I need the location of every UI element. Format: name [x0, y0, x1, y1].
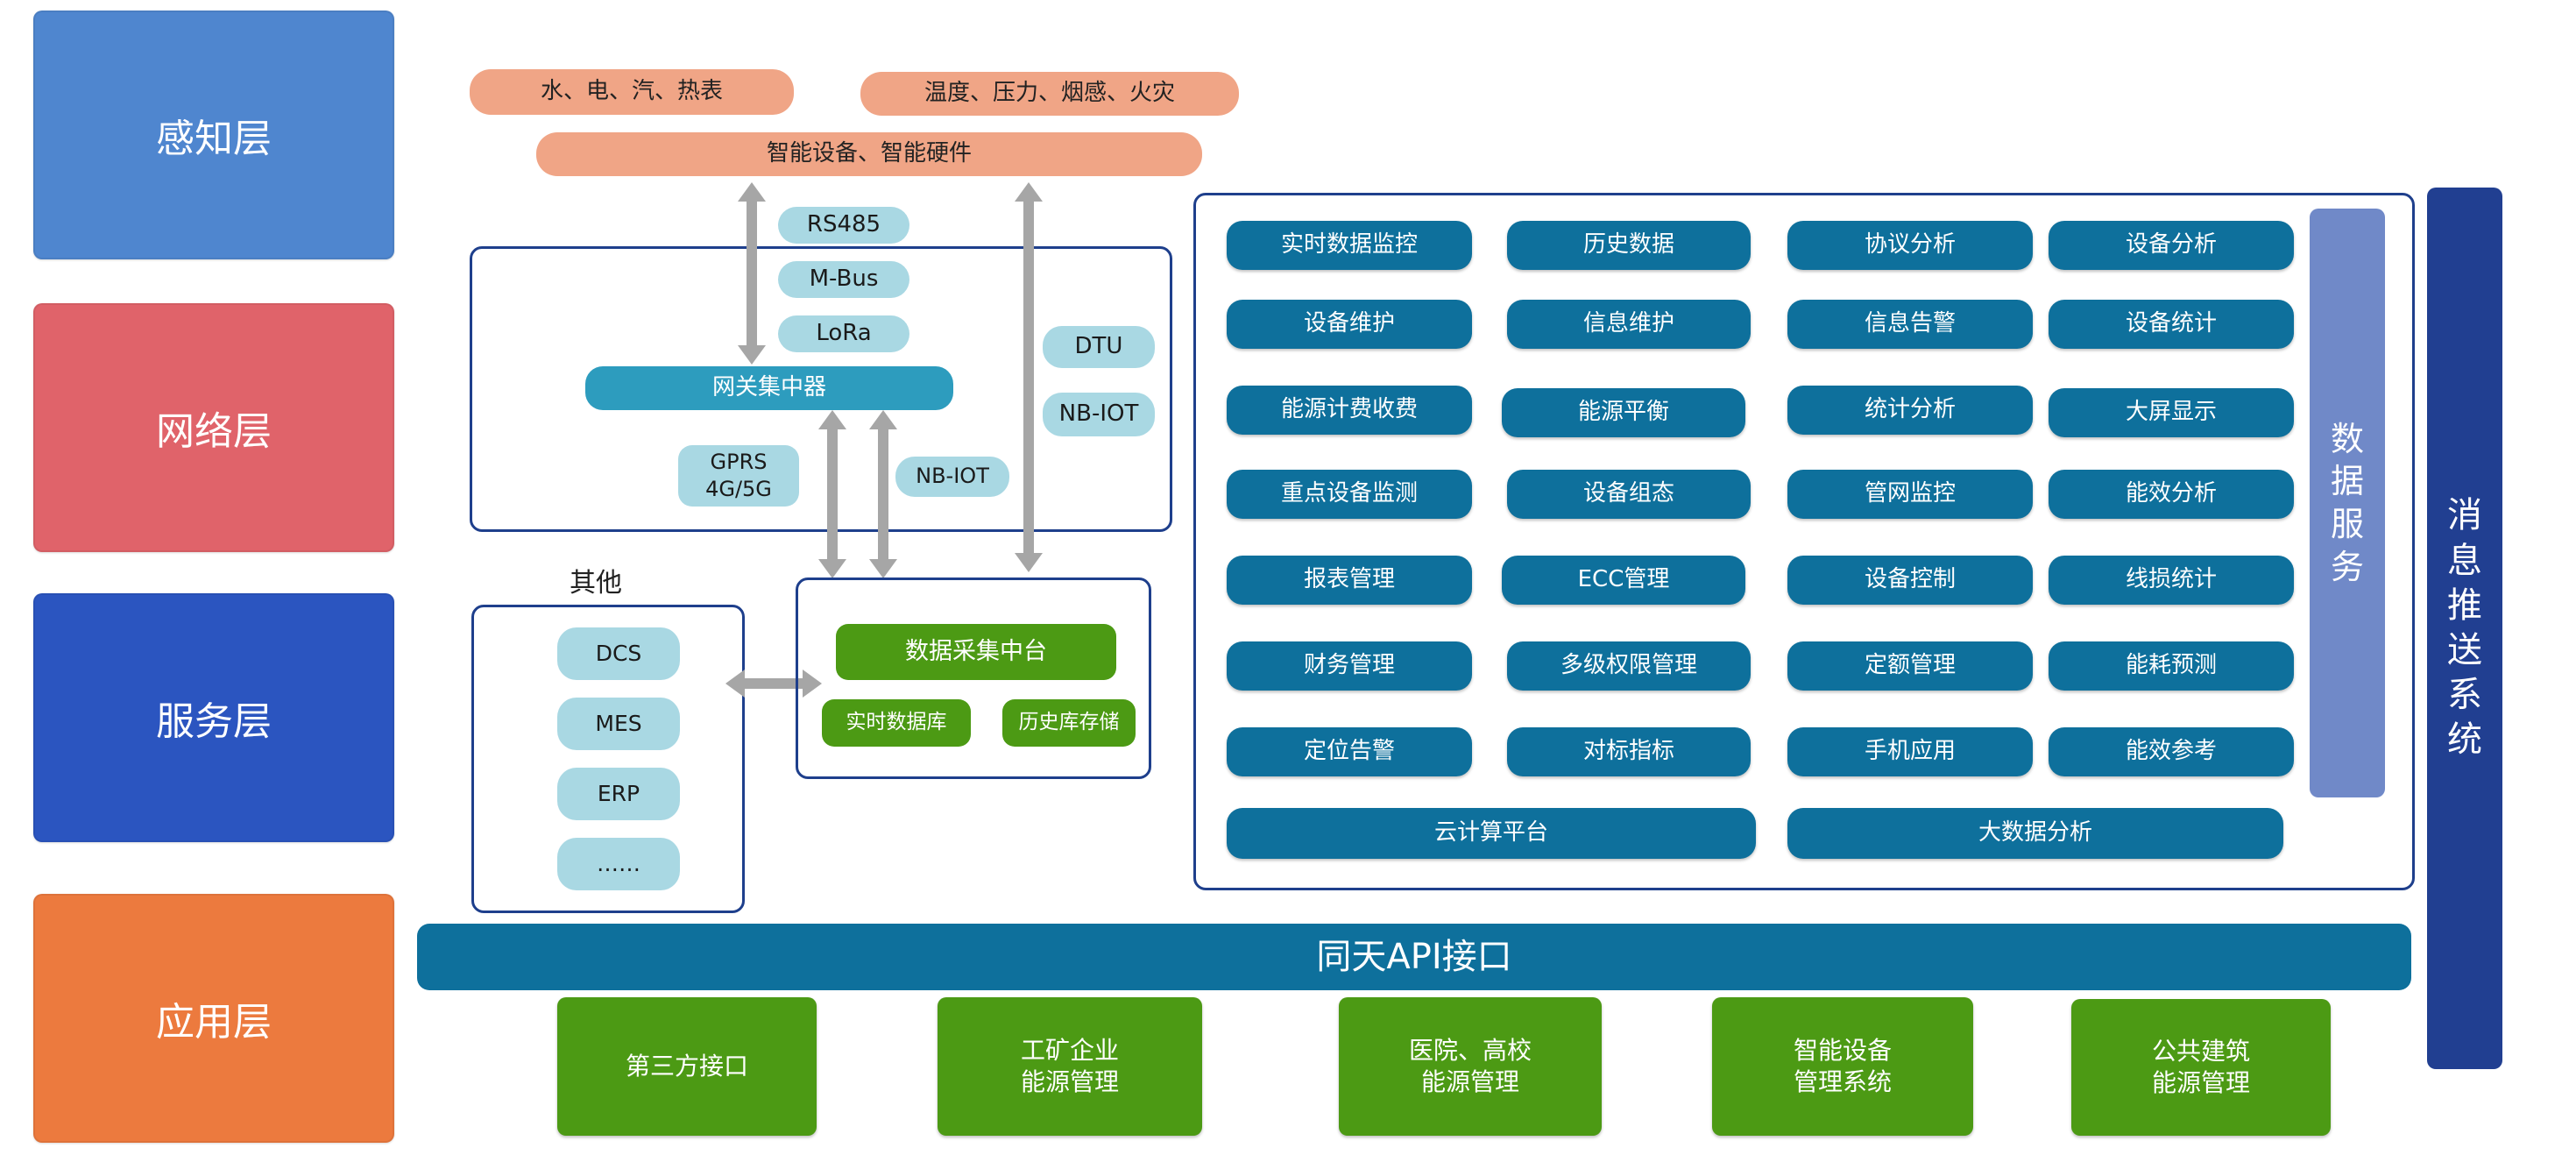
service-frame — [1193, 193, 2415, 890]
service-big-data-analysis: 大数据分析 — [1787, 808, 2283, 859]
other-title: 其他 — [570, 568, 622, 599]
service-benchmark-index: 对标指标 — [1507, 727, 1751, 776]
api-interface-bar: 同天API接口 — [417, 924, 2411, 990]
app-public-building-energy: 公共建筑 能源管理 — [2071, 999, 2331, 1136]
double-arrow-dtu — [1011, 182, 1046, 572]
protocol-nbiot-right: NB-IOT — [1043, 393, 1155, 436]
gateway-concentrator: 网关集中器 — [585, 366, 953, 410]
data-service-char-1: 数 — [2330, 419, 2364, 458]
data-service-char-3: 服 — [2330, 505, 2364, 543]
data-service-char-2: 据 — [2330, 462, 2364, 501]
other-item-dcs: DCS — [557, 627, 680, 680]
data-service-label: 数 据 服 务 — [2310, 209, 2385, 797]
service-key-device-monitor: 重点设备监测 — [1227, 470, 1472, 519]
app-industrial-energy: 工矿企业 能源管理 — [938, 997, 1202, 1136]
service-history-data: 历史数据 — [1507, 221, 1751, 270]
data-service-char-4: 务 — [2330, 547, 2364, 586]
app-smart-device-system: 智能设备 管理系统 — [1712, 997, 1973, 1136]
message-push-char-1: 消 — [2447, 495, 2482, 536]
protocol-nbiot-mid: NB-IOT — [895, 457, 1009, 497]
service-protocol-analysis: 协议分析 — [1787, 221, 2033, 270]
other-item-mes: MES — [557, 698, 680, 750]
service-report-management: 报表管理 — [1227, 556, 1472, 605]
other-item-erp: ERP — [557, 768, 680, 820]
service-device-analysis: 设备分析 — [2049, 221, 2294, 270]
double-arrow-nbiot — [866, 410, 901, 578]
service-device-configuration: 设备组态 — [1507, 470, 1751, 519]
service-info-alarm: 信息告警 — [1787, 300, 2033, 349]
protocol-rs485: RS485 — [778, 207, 909, 244]
service-big-screen: 大屏显示 — [2049, 388, 2294, 437]
service-info-maintenance: 信息维护 — [1507, 300, 1751, 349]
perception-meters: 水、电、汽、热表 — [470, 69, 794, 115]
perception-sensors: 温度、压力、烟感、火灾 — [860, 72, 1239, 116]
service-efficiency-analysis: 能效分析 — [2049, 470, 2294, 519]
service-pipe-network-monitor: 管网监控 — [1787, 470, 2033, 519]
network-frame — [470, 246, 1172, 532]
layer-network: 网络层 — [33, 303, 394, 552]
double-arrow-other-collection — [725, 666, 822, 701]
message-push-char-4: 送 — [2447, 630, 2482, 670]
collection-frame — [796, 578, 1151, 779]
data-collection-platform: 数据采集中台 — [836, 624, 1116, 680]
realtime-database: 实时数据库 — [822, 699, 971, 747]
service-efficiency-reference: 能效参考 — [2049, 727, 2294, 776]
protocol-gprs-4g-5g: GPRS 4G/5G — [678, 445, 799, 507]
history-storage: 历史库存储 — [1002, 699, 1136, 747]
message-push-char-6: 统 — [2447, 719, 2482, 761]
app-third-party-interface: 第三方接口 — [557, 997, 817, 1136]
perception-smart-devices: 智能设备、智能硬件 — [536, 132, 1202, 176]
layer-application: 应用层 — [33, 894, 394, 1143]
double-arrow-rs485 — [734, 182, 769, 365]
service-cloud-platform: 云计算平台 — [1227, 808, 1756, 859]
service-location-alarm: 定位告警 — [1227, 727, 1472, 776]
service-device-maintenance: 设备维护 — [1227, 300, 1472, 349]
service-device-statistics: 设备统计 — [2049, 300, 2294, 349]
other-frame — [471, 605, 745, 913]
layer-service: 服务层 — [33, 593, 394, 842]
service-energy-billing: 能源计费收费 — [1227, 386, 1472, 435]
protocol-lora: LoRa — [778, 315, 909, 352]
service-quota-management: 定额管理 — [1787, 641, 2033, 691]
service-realtime-monitor: 实时数据监控 — [1227, 221, 1472, 270]
service-line-loss-statistics: 线损统计 — [2049, 556, 2294, 605]
double-arrow-gprs — [815, 410, 850, 578]
app-hospital-university-energy: 医院、高校 能源管理 — [1339, 997, 1602, 1136]
service-ecc-management: ECC管理 — [1502, 556, 1745, 605]
message-push-char-5: 系 — [2447, 675, 2482, 716]
layer-perception: 感知层 — [33, 11, 394, 259]
service-finance-management: 财务管理 — [1227, 641, 1472, 691]
service-mobile-app: 手机应用 — [1787, 727, 2033, 776]
service-statistical-analysis: 统计分析 — [1787, 386, 2033, 435]
message-push-char-2: 息 — [2447, 540, 2482, 581]
service-device-control: 设备控制 — [1787, 556, 2033, 605]
service-permission-management: 多级权限管理 — [1507, 641, 1751, 691]
protocol-dtu: DTU — [1043, 326, 1155, 368]
protocol-mbus: M-Bus — [778, 261, 909, 298]
message-push-char-3: 推 — [2447, 585, 2482, 626]
message-push-system: 消 息 推 送 系 统 — [2427, 188, 2502, 1069]
service-energy-balance: 能源平衡 — [1502, 388, 1745, 437]
service-consumption-forecast: 能耗预测 — [2049, 641, 2294, 691]
other-item-more: …… — [557, 838, 680, 890]
